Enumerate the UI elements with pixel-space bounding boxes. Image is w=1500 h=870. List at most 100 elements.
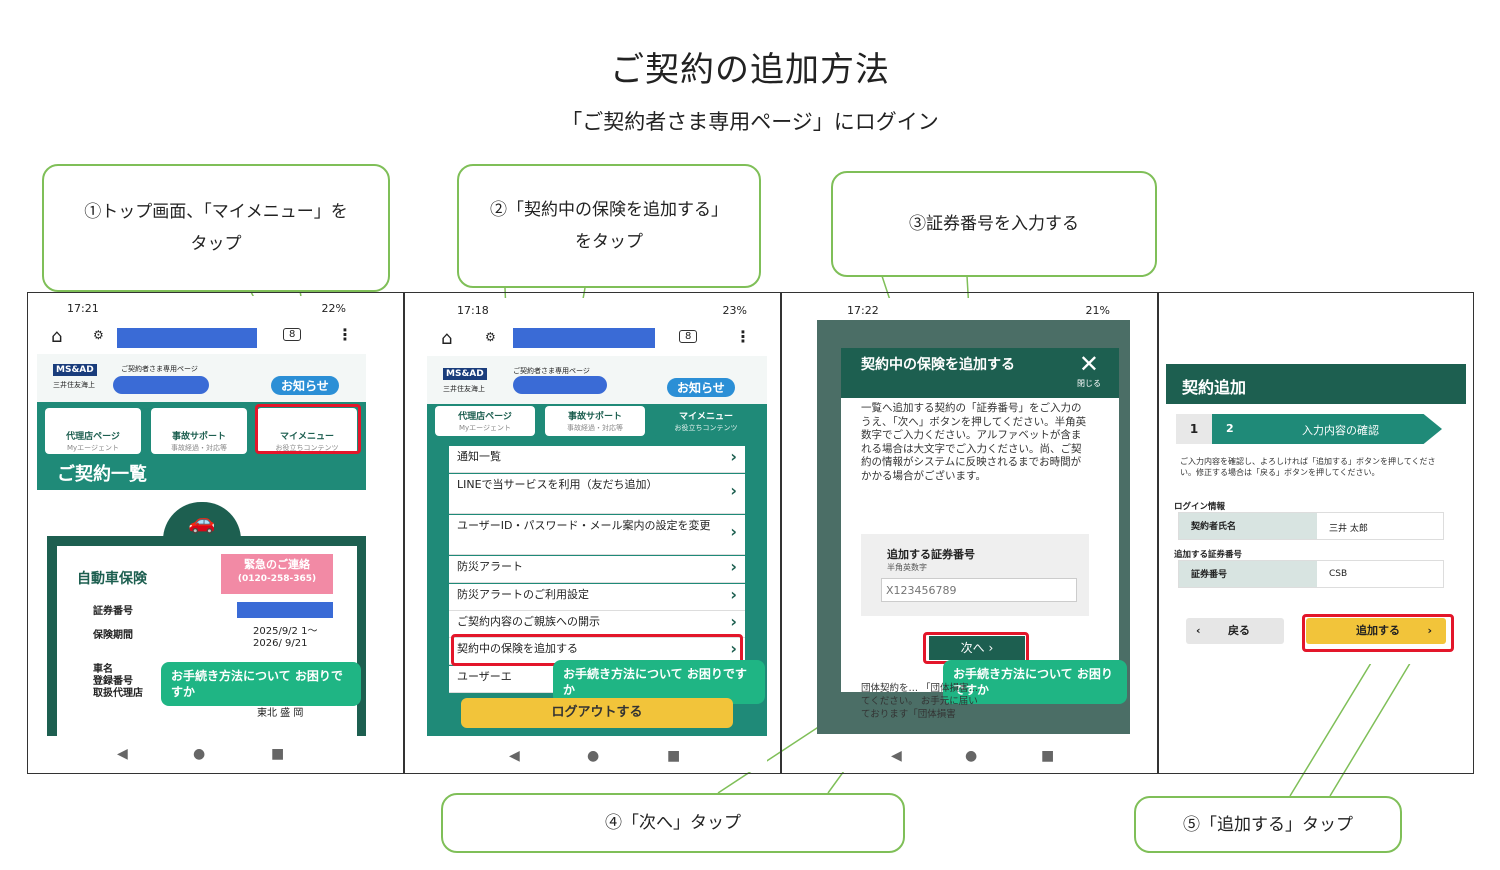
url-field-redacted[interactable] <box>513 328 655 348</box>
step-2-number: 2 <box>1226 422 1234 435</box>
browser-bar: ⌂ ⚙ 8 ⋮ <box>427 324 767 356</box>
site-header: MS&AD 三井住友海上 ご契約者さま専用ページ お知らせ <box>427 356 767 404</box>
more-icon[interactable]: ⋮ <box>337 325 353 344</box>
tab-accident-support[interactable]: 事故サポート事故経過・対応等 <box>151 408 247 454</box>
home-nav-icon[interactable]: ● <box>193 746 206 762</box>
status-time: 17:21 <box>67 302 99 315</box>
callout-step3-text: ③証券番号を入力する <box>909 214 1079 234</box>
tab-label: 代理店ページ <box>458 412 512 422</box>
tab-sub: お役立ちコンテンツ <box>275 444 339 452</box>
confirm-header: 契約追加 <box>1166 364 1466 404</box>
recents-nav-icon[interactable]: ■ <box>1041 748 1055 764</box>
tab-count-button[interactable]: 8 <box>679 330 698 343</box>
chevron-right-icon: › <box>988 641 994 655</box>
logout-button[interactable]: ログアウトする <box>461 698 733 728</box>
contract-card[interactable]: 自動車保険 緊急のご連絡 (0120-258-365) 証券番号 保険期間 20… <box>57 546 357 736</box>
site-settings-icon[interactable]: ⚙ <box>485 330 496 344</box>
tab-sub: 事故経過・対応等 <box>567 424 623 432</box>
phone-screen-1: 17:21 22% ⌂ ⚙ 8 ⋮ MS&AD 三井住友海上 ご契約者さま専用ペ… <box>37 296 366 770</box>
highlight-my-menu <box>255 404 361 454</box>
footer-text: 団体契約を… 「団体損害… てください。 お手元に届いております「団体損害 <box>861 683 979 720</box>
menu-item-account-settings[interactable]: ユーザーID・パスワード・メール案内の設定を変更› <box>449 515 745 555</box>
home-nav-icon[interactable]: ● <box>965 748 978 764</box>
field-label: 追加する証券番号 <box>887 548 975 561</box>
back-nav-icon[interactable]: ◀ <box>891 748 902 764</box>
modal-title: 契約中の保険を追加する <box>861 357 1015 373</box>
step-indicator: 1 2 入力内容の確認 <box>1176 414 1452 444</box>
highlight-add-button <box>1302 614 1454 652</box>
recents-nav-icon[interactable]: ■ <box>667 748 681 764</box>
back-nav-icon[interactable]: ◀ <box>509 748 520 764</box>
next-button[interactable]: 次へ › <box>929 636 1025 660</box>
menu-label: ユーザーID・パスワード・メール案内の設定を変更 <box>457 519 711 532</box>
help-button[interactable]: お手続き方法について お困りですか <box>553 660 765 704</box>
battery-level: 22% <box>321 302 346 315</box>
menu-item-alert-settings[interactable]: 防災アラートのご利用設定› <box>449 584 745 611</box>
chevron-right-icon: › <box>730 447 737 466</box>
back-nav-icon[interactable]: ◀ <box>117 746 128 762</box>
confirm-title: 契約追加 <box>1182 378 1247 397</box>
tab-label: マイメニュー <box>678 412 733 422</box>
close-label[interactable]: 閉じる <box>1077 379 1101 388</box>
next-label: 次へ <box>960 641 985 655</box>
policy-number-input[interactable] <box>881 578 1077 602</box>
close-icon[interactable]: ✕ <box>1078 350 1099 378</box>
policy-row: 証券番号 CSB <box>1178 560 1444 588</box>
emergency-tel: (0120-258-365) <box>237 574 317 584</box>
page-subtitle: 「ご契約者さま専用ページ」にログイン <box>561 110 939 134</box>
menu-label: ご契約内容のご親族への開示 <box>457 615 600 628</box>
row-label: 証券番号 <box>93 606 133 617</box>
home-icon[interactable]: ⌂ <box>441 328 453 349</box>
menu-item-line[interactable]: LINEで当サービスを利用（友だち追加）› <box>449 474 745 514</box>
help-button[interactable]: お手続き方法について お困りですか <box>943 660 1127 704</box>
brand-logo: MS&AD <box>53 364 97 376</box>
callout-step4-text: ④「次へ」タップ <box>605 813 741 833</box>
emergency-badge[interactable]: 緊急のご連絡 (0120-258-365) <box>221 554 333 594</box>
tab-count-button[interactable]: 8 <box>283 328 302 341</box>
back-button[interactable]: ‹ 戻る <box>1186 618 1284 644</box>
site-settings-icon[interactable]: ⚙ <box>93 328 104 342</box>
home-icon[interactable]: ⌂ <box>51 326 63 347</box>
company-name: 三井住友海上 <box>443 385 485 393</box>
browser-bar: ⌂ ⚙ 8 ⋮ <box>37 322 366 354</box>
callout-step2-line1: ②「契約中の保険を追加する」 <box>490 200 728 220</box>
menu-item-disaster-alert[interactable]: 防災アラート› <box>449 556 745 583</box>
tab-label: 代理店ページ <box>66 432 120 442</box>
brand-logo: MS&AD <box>443 368 487 380</box>
add-contract-modal: 契約中の保険を追加する ✕ 閉じる 一覧へ追加する契約の「証券番号」をご入力のう… <box>841 348 1119 692</box>
screenshot-panels <box>27 292 1474 774</box>
callout-step4: ④「次へ」タップ <box>441 793 905 853</box>
tab-my-menu-active[interactable]: マイメニューお役立ちコンテンツ <box>653 406 759 436</box>
menu-label: ユーザーエ <box>457 670 512 683</box>
user-name-redacted <box>113 376 209 394</box>
policy-number-group: 追加する証券番号 半角英数字 <box>861 534 1089 616</box>
callout-step2-line2: をタップ <box>575 232 643 252</box>
menu-item-notifications[interactable]: 通知一覧› <box>449 446 745 473</box>
row-label: 保険期間 <box>93 630 133 641</box>
add-button[interactable]: 追加する › <box>1306 618 1446 644</box>
section-policy-number: 追加する証券番号 <box>1174 550 1243 560</box>
tab-accident-support[interactable]: 事故サポート事故経過・対応等 <box>545 406 645 436</box>
status-bar: 17:22 21% <box>817 298 1130 324</box>
battery-level: 23% <box>722 304 747 317</box>
row-value: CSB <box>1329 569 1348 579</box>
menu-item-family-disclosure[interactable]: ご契約内容のご親族への開示› <box>449 611 745 638</box>
notice-button[interactable]: お知らせ <box>667 378 735 397</box>
callout-step2: ②「契約中の保険を追加する」 をタップ <box>457 164 761 288</box>
row-value: 東北 盛 岡 <box>257 708 304 719</box>
more-icon[interactable]: ⋮ <box>735 327 751 346</box>
help-button[interactable]: お手続き方法について お困りですか <box>161 662 361 706</box>
row-value: 2025/9/2 1〜2026/ 9/21 <box>253 626 318 649</box>
recents-nav-icon[interactable]: ■ <box>271 746 285 762</box>
home-nav-icon[interactable]: ● <box>587 748 600 764</box>
notice-button[interactable]: お知らせ <box>271 376 339 395</box>
callout-step5: ⑤「追加する」タップ <box>1134 796 1402 853</box>
row-label: 契約者氏名 <box>1179 513 1317 539</box>
tab-my-menu[interactable]: マイメニューお役立ちコンテンツ <box>257 408 357 454</box>
row-label: 登録番号 <box>93 676 133 687</box>
tab-label: 事故サポート <box>567 412 622 422</box>
url-field-redacted[interactable] <box>117 328 257 348</box>
